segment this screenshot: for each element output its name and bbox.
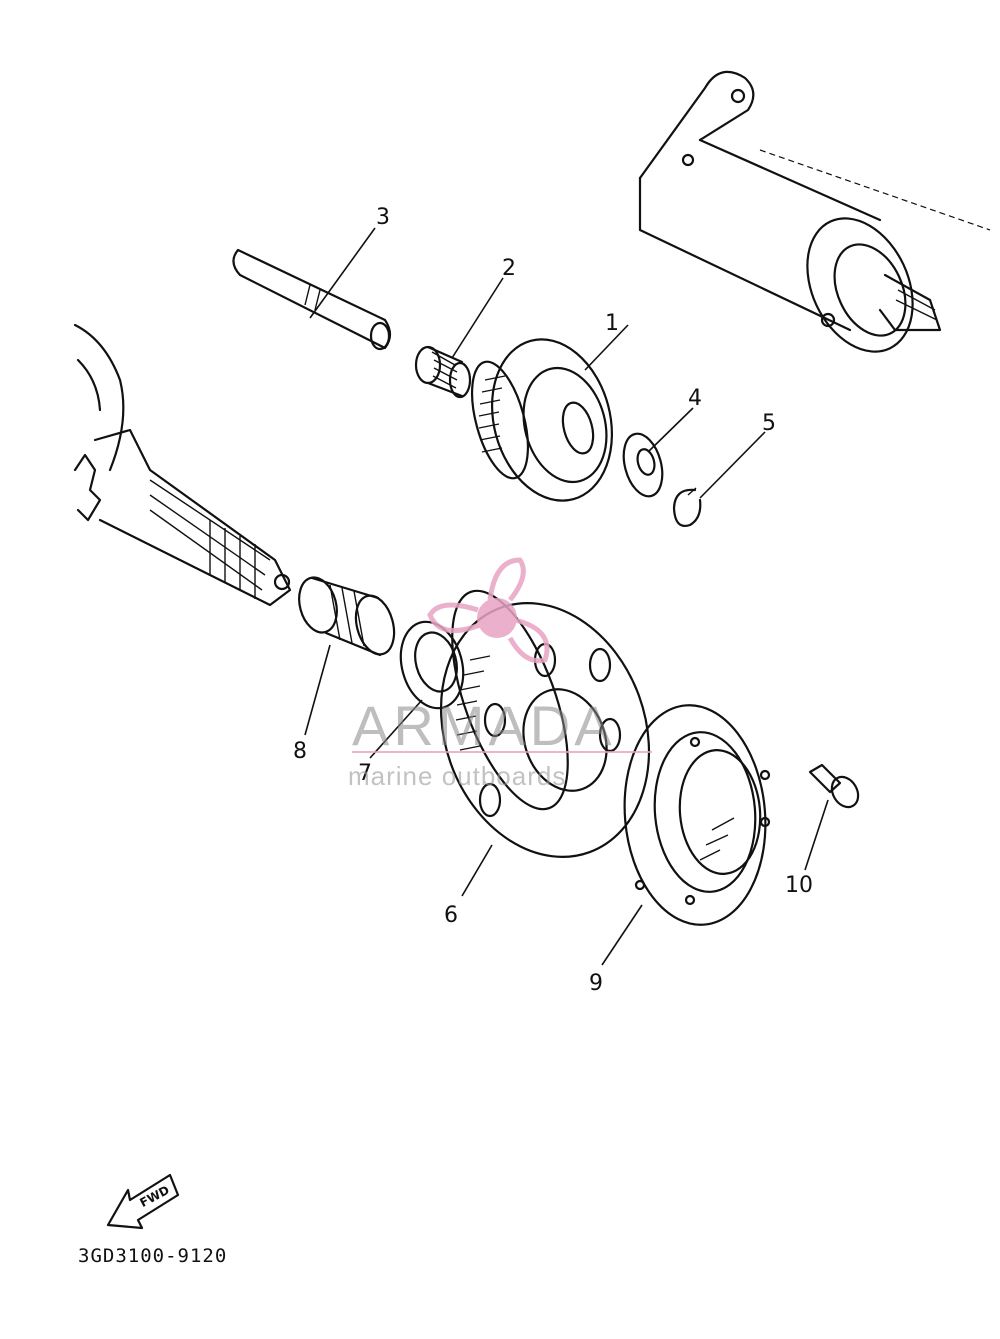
- fwd-arrow-icon: FWD: [106, 1173, 180, 1230]
- needle-bearing-part-2: [414, 345, 472, 399]
- part-label-4: 4: [688, 386, 702, 411]
- watermark-tagline: marine outboards: [348, 761, 566, 791]
- part-label-2: 2: [502, 256, 516, 281]
- part-label-7: 7: [358, 761, 372, 786]
- drawing-code: 3GD3100-9120: [78, 1245, 227, 1267]
- part-label-8: 8: [293, 739, 307, 764]
- part-label-9: 9: [589, 971, 603, 996]
- needle-bearing-part-8: [298, 576, 396, 657]
- circlip-part-5: [672, 487, 702, 527]
- idle-gear-part-1: [470, 338, 614, 502]
- thrust-washer-part-7: [399, 620, 465, 710]
- part-label-1: 1: [605, 311, 619, 336]
- watermark-brand: ARMADA: [352, 694, 616, 757]
- fwd-label: FWD: [137, 1183, 171, 1210]
- crankshaft: [73, 323, 292, 607]
- starter-clutch-part-9: [623, 704, 771, 926]
- watermark: ARMADA marine outboards: [348, 557, 652, 791]
- starter-motor: [638, 70, 991, 353]
- part-label-3: 3: [376, 205, 390, 230]
- part-label-10: 10: [785, 873, 813, 898]
- propeller-logo: [427, 557, 550, 664]
- leader-lines: [304, 227, 829, 966]
- part-label-6: 6: [444, 903, 458, 928]
- shaft-part-3: [232, 248, 392, 351]
- bolt-part-10: [808, 763, 860, 809]
- part-label-5: 5: [762, 411, 776, 436]
- washer-part-4: [622, 432, 664, 498]
